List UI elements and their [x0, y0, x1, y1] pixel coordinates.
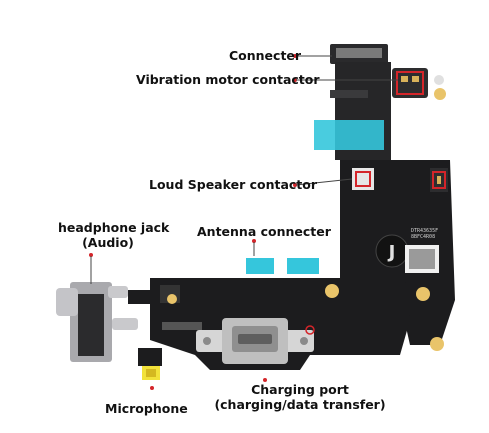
label-vibration-motor-contactor: Vibration motor contactor [136, 72, 320, 87]
label-microphone: Microphone [105, 401, 188, 416]
label-charging-port: Charging port (charging/data transfer) [208, 382, 392, 412]
label-headphone-jack: headphone jack (Audio) [58, 220, 170, 250]
chip-text-1: DTR43635F [411, 228, 438, 234]
logo-letter: J [387, 242, 396, 263]
callout-markers [89, 54, 297, 390]
microphone-component [138, 348, 162, 380]
callout-lines [90, 55, 398, 284]
charging-port [196, 318, 315, 364]
label-headphone-jack-line1: headphone jack [58, 220, 170, 235]
label-charging-port-line1: Charging port [251, 382, 349, 397]
label-connecter: Connecter [229, 48, 302, 63]
label-headphone-jack-line2: (Audio) [82, 235, 134, 250]
label-antenna-connecter: Antenna connecter [197, 224, 331, 239]
label-loud-speaker-contactor: Loud Speaker contactor [149, 177, 318, 192]
top-flex-ribbon [314, 44, 391, 160]
chip-text-2: 8BFC4R08 [411, 234, 435, 240]
headphone-jack [56, 282, 158, 362]
label-charging-port-line2: (charging/data transfer) [214, 397, 386, 412]
vibration-motor-pads [392, 68, 446, 100]
